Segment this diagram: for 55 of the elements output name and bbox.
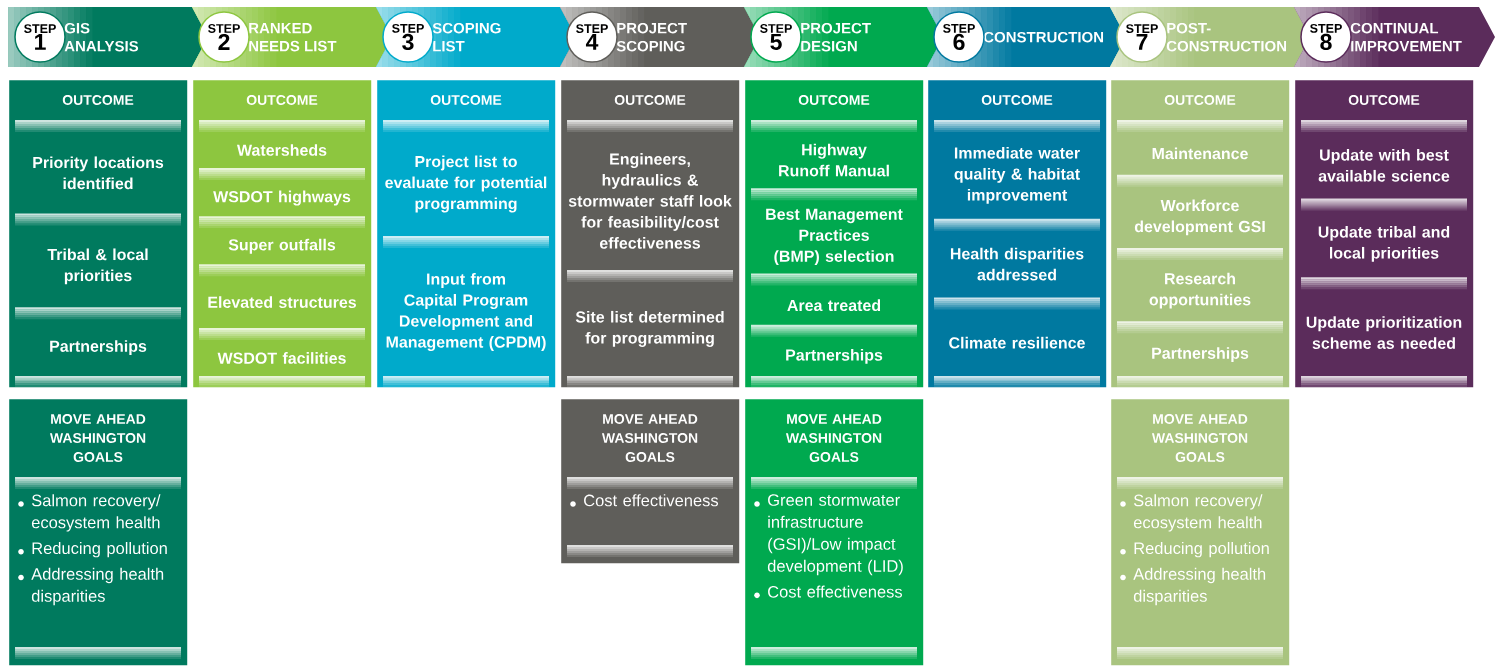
panel-heading: MOVE AHEAD WASHINGTON GOALS: [785, 414, 882, 462]
panel-heading: OUTCOME: [1348, 95, 1420, 105]
step-badge: STEP 7: [1116, 11, 1168, 63]
bullet-item: Addressing health disparities: [18, 567, 164, 606]
outcome-item: Climate resilience: [949, 336, 1085, 349]
outcome-item: Update tribal and local priorities: [1318, 225, 1450, 262]
panel-heading: OUTCOME: [430, 95, 502, 105]
bullet-item: Addressing health disparities: [1120, 567, 1266, 606]
outcome-item: Tribal & local priorities: [47, 248, 148, 285]
outcome-item: Maintenance: [1152, 147, 1248, 160]
bullet-item: Cost effectiveness: [754, 585, 903, 599]
outcome-item: WSDOT highways: [213, 190, 351, 206]
outcome-item: Best Management Practices (BMP) selection: [766, 208, 903, 266]
step-badge: STEP 1: [14, 11, 66, 63]
panel-heading: MOVE AHEAD WASHINGTON GOALS: [1151, 414, 1248, 462]
outcome-item: Input from Capital Program Development and Management (CPDM): [386, 273, 546, 351]
step-badge: STEP 4: [566, 11, 618, 63]
bullet-item: Cost effectiveness: [570, 494, 719, 507]
outcome-item: Immediate water quality & habitat improvement: [954, 146, 1080, 204]
step-badge: STEP 8: [1300, 11, 1352, 63]
panel-heading: OUTCOME: [981, 95, 1053, 105]
outcome-item: WSDOT facilities: [217, 352, 346, 364]
step-badge: STEP 6: [933, 11, 985, 63]
panel-heading: MOVE AHEAD WASHINGTON GOALS: [601, 414, 698, 462]
outcome-item: Super outfalls: [228, 238, 336, 254]
outcome-item: Health disparities addressed: [950, 247, 1084, 281]
outcome-item: Partnerships: [50, 340, 147, 356]
step-badge: STEP 3: [382, 11, 434, 63]
outcome-item: Project list to evaluate for potential programming: [385, 155, 547, 213]
bullet-item: Salmon recovery/ ecosystem health: [1120, 494, 1263, 532]
outcome-item: Site list determined for programming: [575, 310, 724, 347]
step-badge: STEP 2: [198, 11, 250, 63]
step-badge: STEP 5: [750, 11, 802, 63]
outcome-item: Watersheds: [237, 144, 327, 156]
outcome-item: Engineers, hydraulics & stormwater staff look for feasibility/cost effectiveness: [568, 153, 732, 249]
panel-heading: OUTCOME: [246, 95, 318, 105]
panel-heading: OUTCOME: [1164, 95, 1236, 105]
panel-heading: OUTCOME: [62, 95, 134, 105]
outcome-item: Update with best available science: [1318, 148, 1450, 182]
bullet-item: Reducing pollution: [1120, 542, 1269, 558]
outcome-item: Workforce development GSI: [1134, 199, 1265, 236]
outcome-item: Partnerships: [786, 348, 883, 364]
panel-heading: MOVE AHEAD WASHINGTON GOALS: [49, 414, 146, 462]
bullet-item: Green stormwater infrastructure (GSI)/Low impact development (LID): [754, 494, 903, 576]
bullet-item: Reducing pollution: [18, 542, 167, 558]
outcome-item: Highway Runoff Manual: [779, 143, 889, 177]
panel-heading: OUTCOME: [798, 95, 870, 105]
outcome-item: Priority locations identified: [33, 156, 164, 190]
panel-heading: OUTCOME: [614, 95, 686, 105]
outcome-item: Area treated: [787, 299, 881, 312]
outcome-item: Update prioritization scheme as needed: [1306, 316, 1462, 349]
outcome-item: Research opportunities: [1149, 272, 1251, 309]
outcome-item: Elevated structures: [208, 296, 357, 308]
outcome-item: Partnerships: [1152, 347, 1249, 363]
bullet-item: Salmon recovery/ ecosystem health: [18, 494, 161, 532]
